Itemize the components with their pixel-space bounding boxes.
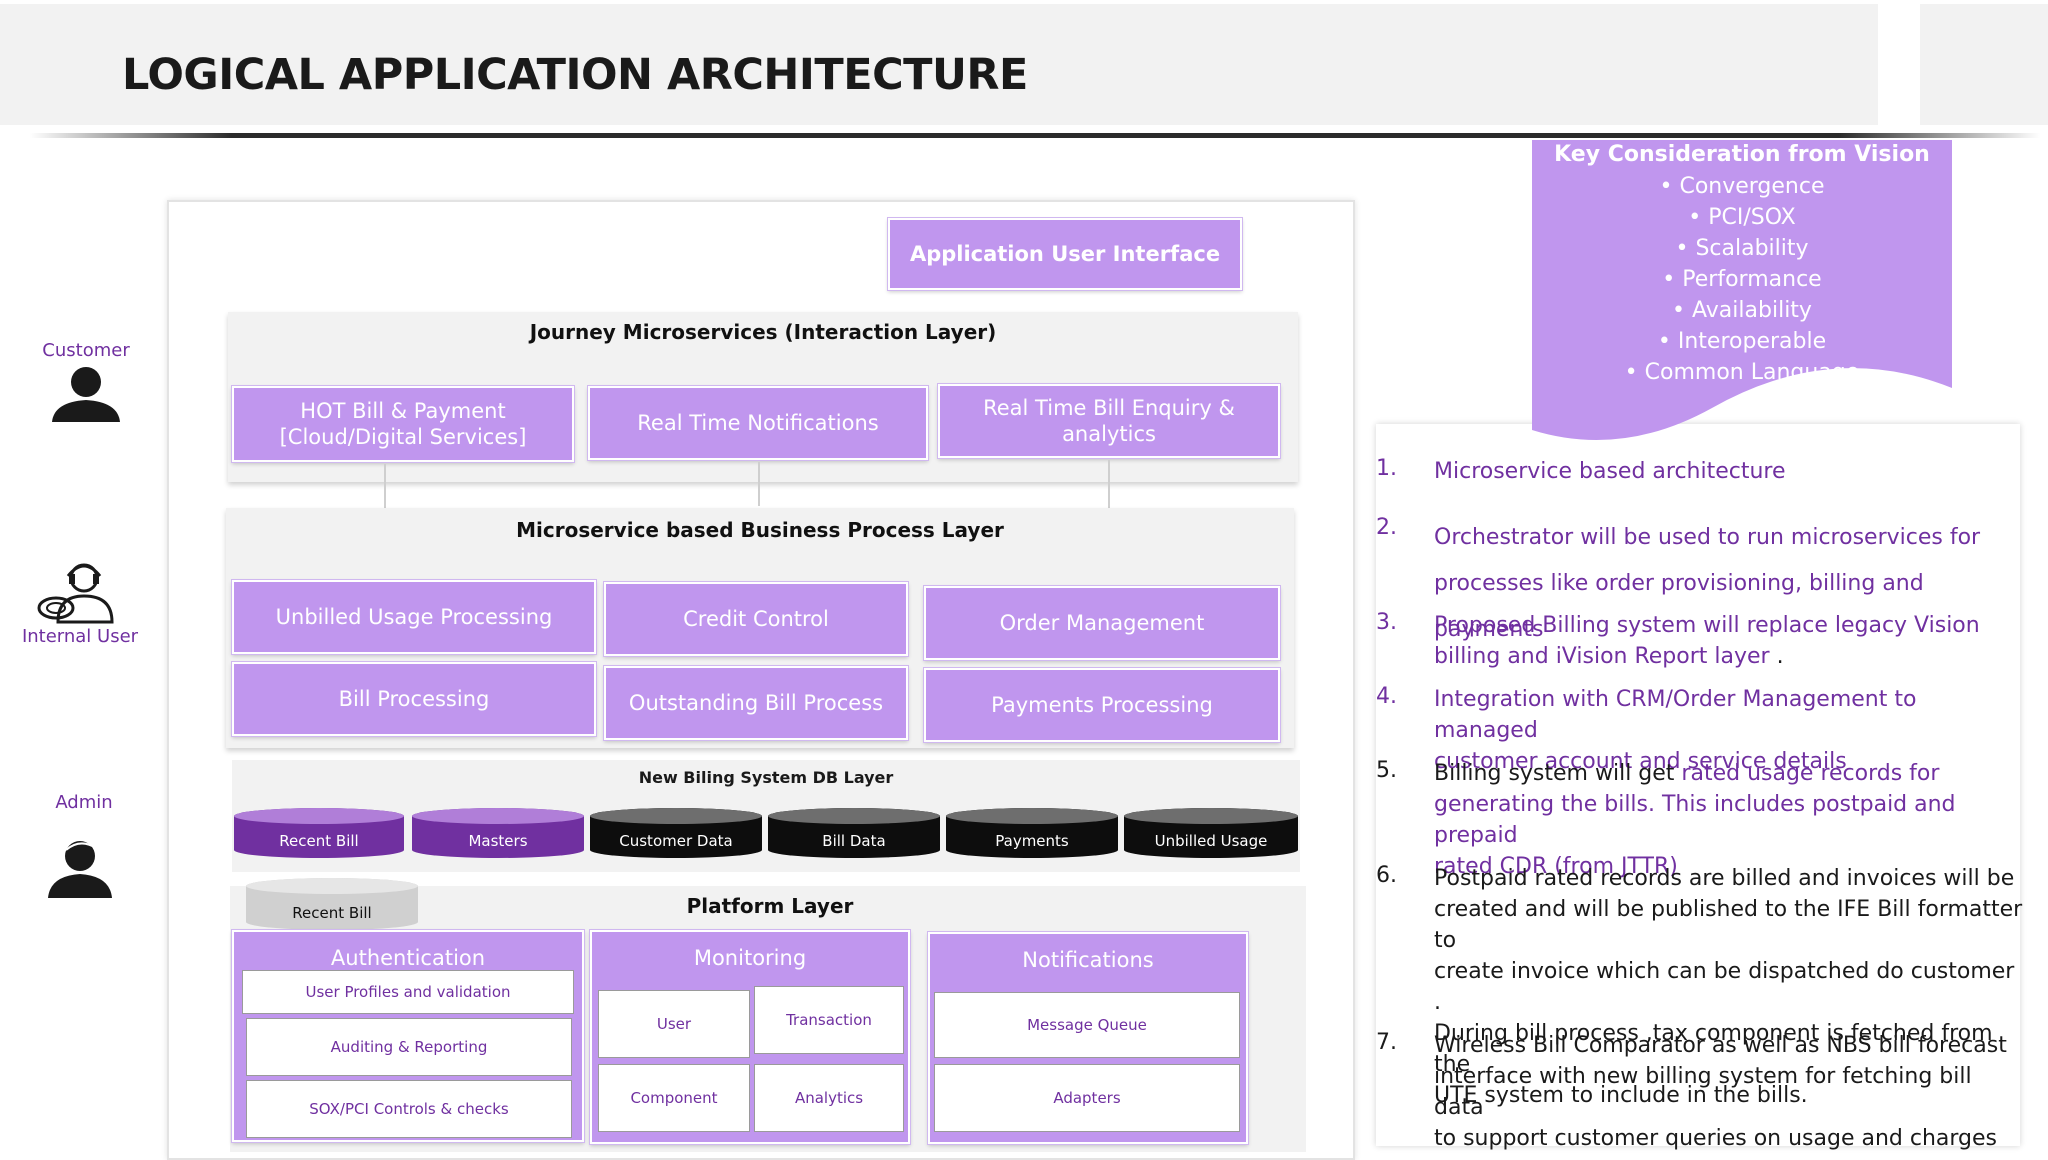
bill-processing-box: Bill Processing xyxy=(231,661,597,737)
business-process-layer-title: Microservice based Business Process Laye… xyxy=(516,518,1004,542)
note-number: 1. xyxy=(1376,456,1397,481)
cache-recent-bill: Recent Bill xyxy=(246,878,418,930)
connector-line xyxy=(758,462,760,506)
db-store-payments: Payments xyxy=(946,808,1118,858)
db-layer-title: New Biling System DB Layer xyxy=(638,768,894,787)
db-store-bill-data: Bill Data xyxy=(768,808,940,858)
note-number: 6. xyxy=(1376,863,1397,888)
db-layer xyxy=(232,760,1300,872)
sox-pci-controls-box: SOX/PCI Controls & checks xyxy=(246,1080,572,1138)
vision-box-shape xyxy=(1532,140,1952,441)
outstanding-bill-process-box: Outstanding Bill Process xyxy=(603,665,909,741)
notes-panel xyxy=(1376,424,2020,1146)
note-text: Wireless Bill Comparator as well as NBS … xyxy=(1434,1033,2007,1151)
vision-item: • Scalability xyxy=(1675,236,1809,261)
note-number: 5. xyxy=(1376,758,1397,783)
message-queue-box: Message Queue xyxy=(934,992,1240,1058)
adapters-box: Adapters xyxy=(934,1064,1240,1132)
title-band xyxy=(0,4,1878,125)
monitoring-component-box: Component xyxy=(598,1064,750,1132)
db-store-recent-bill: Recent Bill xyxy=(234,808,404,858)
unbilled-usage-processing-box: Unbilled Usage Processing xyxy=(231,579,597,655)
customer-icon xyxy=(52,367,120,422)
platform-layer-title: Platform Layer xyxy=(686,894,854,918)
vision-item: • PCI/SOX xyxy=(1688,205,1796,230)
actor-internal-user-label: Internal User xyxy=(21,626,139,647)
vision-title: Key Consideration from Vision xyxy=(1554,142,1930,167)
application-user-interface-box: Application User Interface xyxy=(887,217,1243,291)
vision-item: • Convergence xyxy=(1659,174,1825,199)
notifications-title: Notifications xyxy=(1022,948,1154,972)
note-text: Billing system will get rated usage reco… xyxy=(1434,761,1956,879)
title-rule xyxy=(30,133,2040,138)
real-time-bill-enquiry-box: Real Time Bill Enquiry & analytics xyxy=(937,383,1281,459)
vision-item: • Common Language xyxy=(1624,360,1860,385)
monitoring-user-box: User xyxy=(598,990,750,1058)
monitoring-title: Monitoring xyxy=(693,946,807,970)
actor-customer-label: Customer xyxy=(42,340,130,361)
note-number: 4. xyxy=(1376,684,1397,709)
title-band-right xyxy=(1920,4,2048,125)
payments-processing-box: Payments Processing xyxy=(923,667,1281,743)
page-title: LOGICAL APPLICATION ARCHITECTURE xyxy=(122,50,1028,100)
actor-admin-label: Admin xyxy=(55,792,113,813)
admin-icon xyxy=(48,841,112,898)
note-number: 2. xyxy=(1376,515,1397,540)
order-management-box: Order Management xyxy=(923,585,1281,661)
db-store-unbilled-usage: Unbilled Usage xyxy=(1124,808,1298,858)
monitoring-analytics-box: Analytics xyxy=(754,1064,904,1132)
monitoring-transaction-box: Transaction xyxy=(754,986,904,1054)
internal-user-icon xyxy=(37,563,114,624)
note-number: 3. xyxy=(1376,610,1397,635)
note-text: Integration with CRM/Order Management to… xyxy=(1434,687,1917,774)
authentication-title: Authentication xyxy=(330,946,486,970)
note-text: Proposed Billing system will replace leg… xyxy=(1434,613,1980,669)
hot-bill-payment-box: HOT Bill & Payment [Cloud/Digital Servic… xyxy=(231,385,575,463)
db-store-masters: Masters xyxy=(412,808,584,858)
vision-item: • Availability xyxy=(1672,298,1812,323)
note-number: 7. xyxy=(1376,1030,1397,1055)
user-profiles-validation-box: User Profiles and validation xyxy=(242,970,574,1014)
note-text: Orchestrator will be used to run microse… xyxy=(1434,525,1981,642)
journey-layer-title: Journey Microservices (Interaction Layer… xyxy=(529,320,997,344)
vision-item: • Interoperable xyxy=(1657,329,1827,354)
note-text: Postpaid rated records are billed and in… xyxy=(1434,866,2023,1108)
auditing-reporting-box: Auditing & Reporting xyxy=(246,1018,572,1076)
note-text: Microservice based architecture xyxy=(1434,459,1786,484)
real-time-notifications-box: Real Time Notifications xyxy=(587,385,929,461)
db-store-customer-data: Customer Data xyxy=(590,808,762,858)
vision-item: • Performance xyxy=(1662,267,1822,292)
credit-control-box: Credit Control xyxy=(603,581,909,657)
